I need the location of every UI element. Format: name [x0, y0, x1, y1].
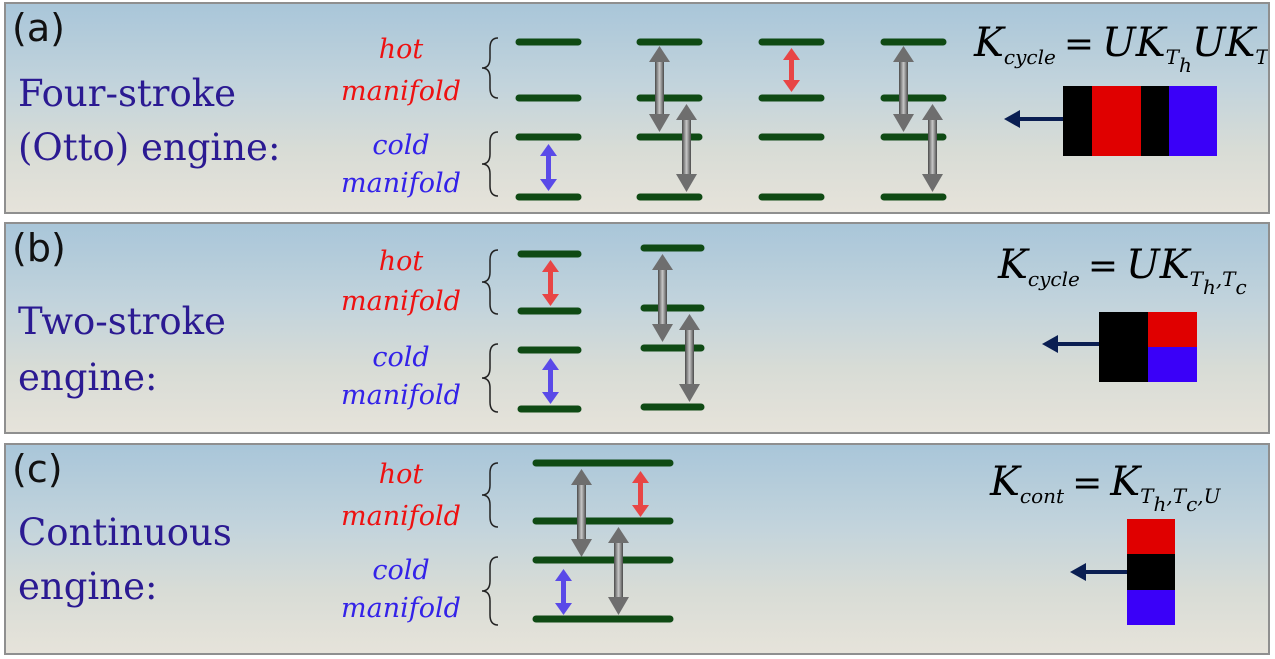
- level-lines: [515, 38, 947, 201]
- engine-name-line-2: engine:: [18, 565, 158, 608]
- hot-brace: [481, 462, 499, 528]
- cold-transition-arrow: [540, 144, 557, 191]
- engine-name-line-1: Two-stroke: [18, 300, 226, 343]
- cold-brace: [481, 343, 499, 413]
- panel-two-stroke: (b) Two-stroke engine: hot manifold cold…: [4, 222, 1270, 434]
- manifold-label: manifold: [341, 380, 461, 411]
- manifold-label: manifold: [341, 593, 461, 624]
- cold-label: cold: [372, 555, 430, 586]
- level-lines: [517, 244, 705, 413]
- manifold-label: manifold: [341, 168, 461, 199]
- unitary-arrow: [652, 254, 673, 342]
- manifold-label: manifold: [341, 76, 461, 107]
- hot-label: hot: [378, 459, 424, 490]
- hot-transition-arrow: [542, 260, 559, 306]
- unitary-arrow: [649, 46, 670, 132]
- cycle-sequence-strip: [1042, 312, 1197, 382]
- hot-transition-arrow: [632, 471, 649, 517]
- manifold-label: manifold: [341, 501, 461, 532]
- cycle-formula: Kcycle=UKTh,Tc: [998, 242, 1247, 299]
- hot-transition-arrow: [783, 48, 800, 92]
- panel-continuous: (c) Continuous engine: hot manifold cold…: [4, 443, 1270, 655]
- cold-brace: [481, 131, 499, 197]
- unitary-arrow: [608, 527, 629, 615]
- engine-name-line-1: Four-stroke: [18, 72, 237, 115]
- cycle-sequence-strip: [1070, 519, 1175, 625]
- cold-brace: [481, 556, 499, 626]
- cycle-sequence-strip: [1004, 86, 1217, 156]
- panel-four-stroke: (a) Four-stroke (Otto) engine: hot manif…: [4, 2, 1270, 214]
- level-lines: [532, 459, 674, 623]
- panel-label: (b): [12, 226, 66, 270]
- cold-transition-arrow: [555, 569, 572, 615]
- unitary-arrow: [571, 469, 592, 557]
- unitary-arrow: [922, 104, 943, 192]
- hot-label: hot: [378, 34, 424, 65]
- energy-level-diagram: [481, 37, 1217, 201]
- energy-level-diagram: [481, 459, 1175, 626]
- hot-label: hot: [378, 246, 424, 277]
- engine-name-line-2: (Otto) engine:: [18, 126, 281, 169]
- panel-label: (c): [12, 447, 63, 491]
- panel-label: (a): [12, 6, 65, 50]
- cold-transition-arrow: [542, 358, 559, 404]
- energy-level-diagram: [481, 244, 1197, 413]
- engine-name-line-2: engine:: [18, 356, 158, 399]
- unitary-arrow: [679, 314, 700, 402]
- unitary-arrow: [676, 104, 697, 192]
- cont-formula: Kcont=KTh,Tc,U: [990, 459, 1221, 516]
- cold-label: cold: [372, 130, 430, 161]
- cold-label: cold: [372, 342, 430, 373]
- hot-brace: [481, 249, 499, 315]
- hot-brace: [481, 37, 499, 99]
- unitary-arrow: [893, 46, 914, 132]
- cycle-formula: Kcycle=UKThUKTc: [974, 20, 1269, 77]
- engine-name-line-1: Continuous: [18, 511, 232, 554]
- manifold-label: manifold: [341, 286, 461, 317]
